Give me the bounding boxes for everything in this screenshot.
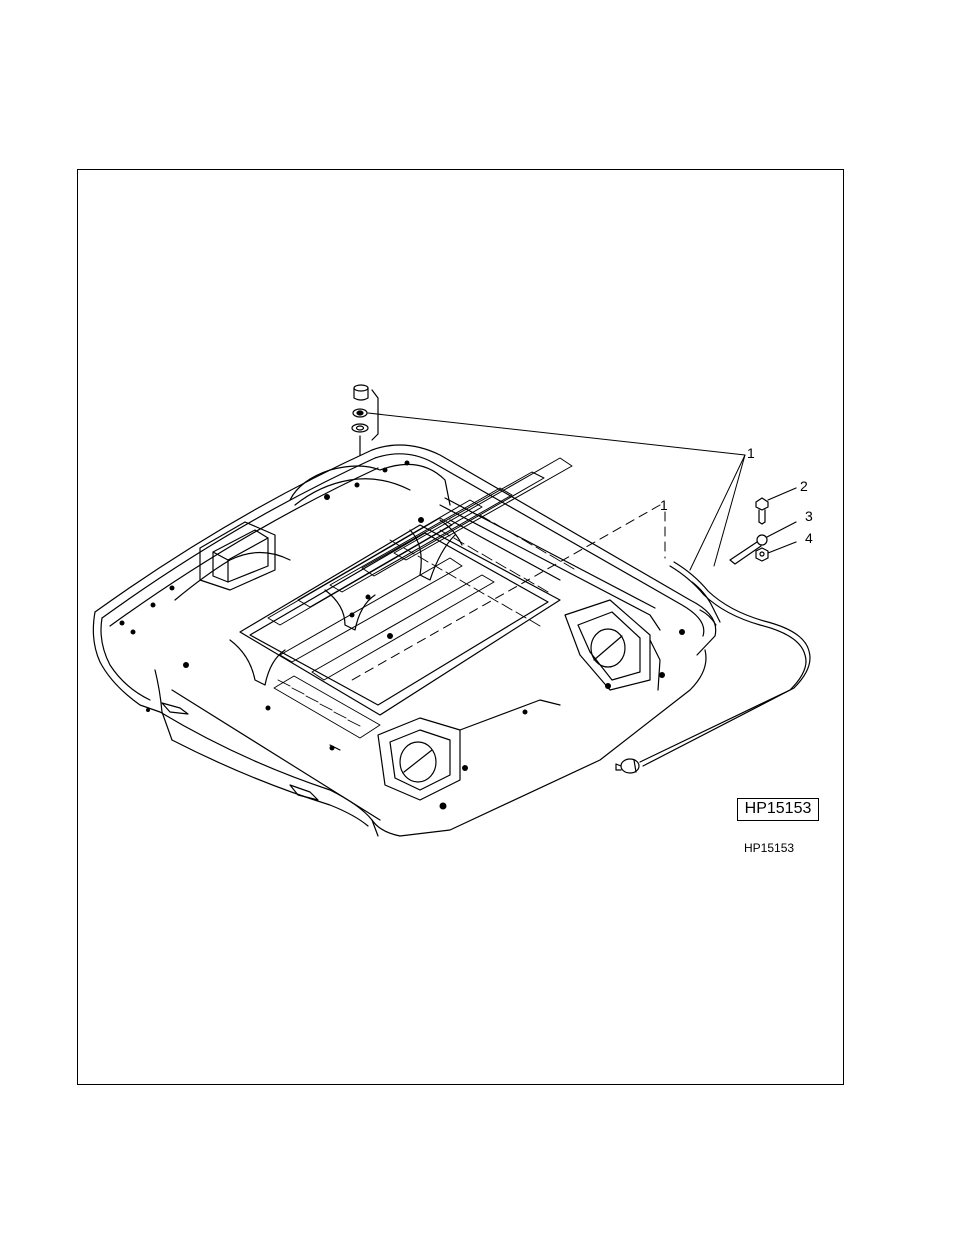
canopy-shell bbox=[93, 445, 715, 836]
ring-terminal-part-3 bbox=[730, 522, 796, 564]
front-details bbox=[162, 703, 340, 800]
right-speaker-housing bbox=[565, 600, 660, 690]
cable-plug bbox=[616, 759, 639, 773]
figure-reference-box: HP15153 bbox=[737, 798, 819, 821]
callout-1-right-label: 1 bbox=[747, 445, 755, 461]
support-posts bbox=[230, 520, 462, 685]
bolt-part-2 bbox=[756, 488, 796, 524]
figure-reference-caption: HP15153 bbox=[744, 841, 794, 855]
front-speaker-housing bbox=[378, 700, 560, 800]
callout-4-label: 4 bbox=[805, 530, 813, 546]
left-fan-housing bbox=[200, 522, 275, 590]
callout-1-center-label: 1 bbox=[660, 497, 668, 513]
callout-3-label: 3 bbox=[805, 508, 813, 524]
floor-ribs bbox=[268, 458, 572, 680]
callout-2-label: 2 bbox=[800, 478, 808, 494]
ground-cable bbox=[640, 562, 810, 766]
mount-hardware-stack bbox=[352, 385, 378, 455]
